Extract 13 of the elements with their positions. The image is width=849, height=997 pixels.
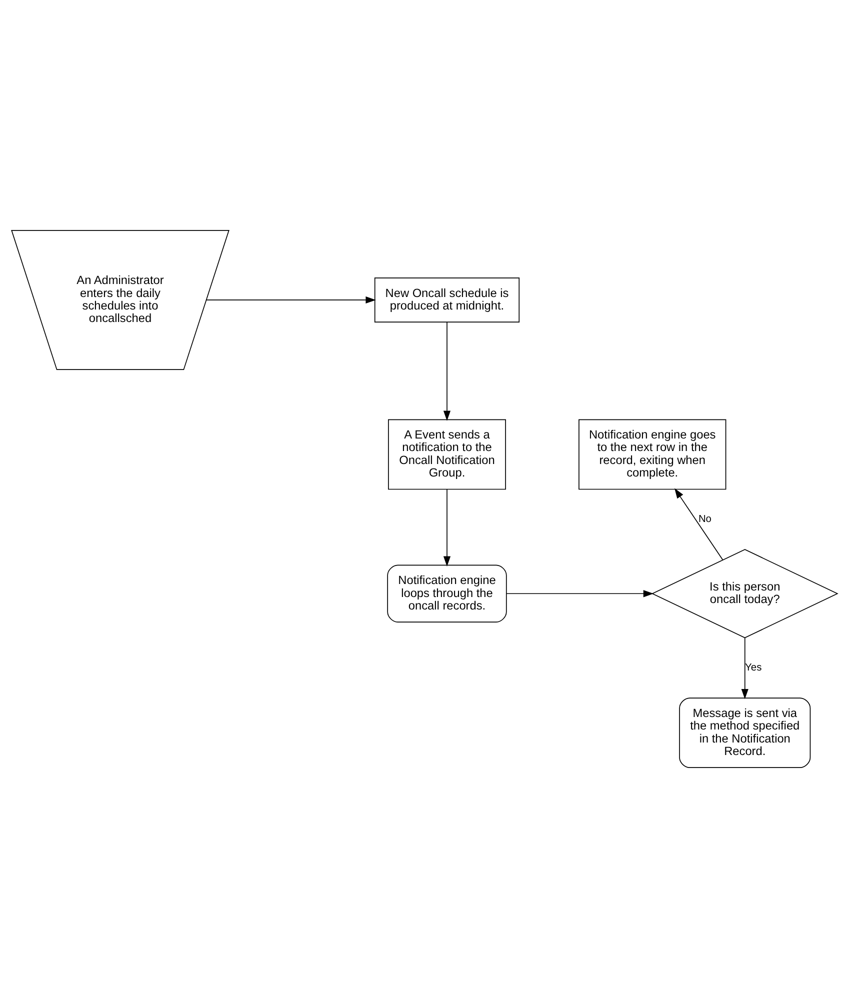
node-box: New Oncall schedule is produced at midnight.	[374, 277, 520, 322]
edge-label: No	[698, 514, 712, 524]
node-box: A Event sends a notification to the Oncall Notification Group.	[388, 418, 506, 490]
node-box: Notification engine loops through the oncall records.	[387, 564, 507, 622]
node-box: Message is sent via the method specified in the Notification Record.	[679, 697, 811, 768]
arrow	[443, 321, 451, 420]
arrow	[443, 488, 451, 566]
arrow	[206, 296, 376, 304]
arrow	[506, 590, 654, 597]
arrow	[741, 637, 748, 699]
arrow	[674, 488, 724, 560]
node-box: Notification engine goes to the next row in the record, exiting when complete.	[578, 418, 726, 490]
node-diamond: Is this person oncall today?	[651, 548, 838, 638]
